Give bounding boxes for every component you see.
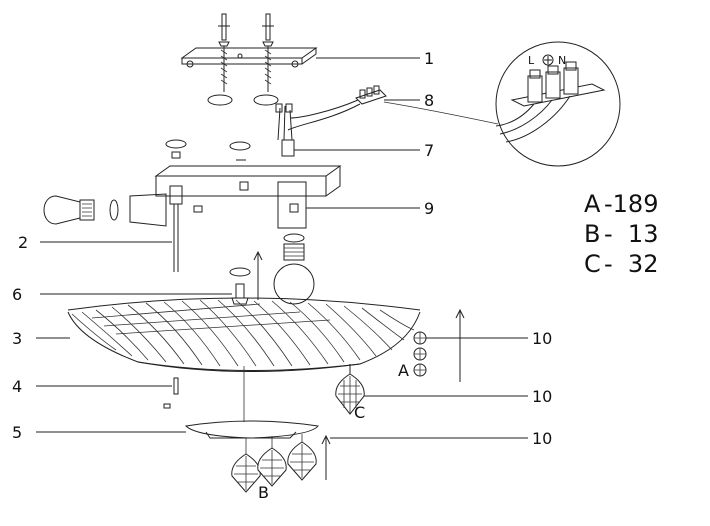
ribbed-shade xyxy=(67,297,421,373)
key-c-letter: C xyxy=(584,250,601,278)
callout-6: 6 xyxy=(12,285,22,304)
key-c-value: - 32 xyxy=(604,250,658,278)
marker-b: B xyxy=(258,483,269,502)
canopy-plate xyxy=(154,139,342,197)
callout-4: 4 xyxy=(12,377,22,396)
callout-9: 9 xyxy=(424,199,434,218)
terminal-label-l: L xyxy=(528,54,535,67)
key-b-value: - 13 xyxy=(604,220,658,248)
callout-10-mid: 10 xyxy=(532,387,552,406)
callout-8: 8 xyxy=(424,91,434,110)
ground-icon xyxy=(542,54,554,66)
callout-2: 2 xyxy=(18,233,28,252)
finial-part xyxy=(229,267,251,305)
callout-10-bottom: 10 xyxy=(532,429,552,448)
callout-10-top: 10 xyxy=(532,329,552,348)
marker-a: A xyxy=(398,361,409,380)
terminal-detail-zoom: L N xyxy=(495,41,621,167)
crystal-c xyxy=(335,364,365,415)
callout-3: 3 xyxy=(12,329,22,348)
key-a-letter: A xyxy=(584,190,601,218)
callout-1: 1 xyxy=(424,49,434,68)
crystal-chain-a xyxy=(413,308,465,382)
mounting-bracket xyxy=(180,13,318,106)
callout-5: 5 xyxy=(12,423,22,442)
key-a-value: -189 xyxy=(604,190,658,218)
crystal-count-key: A -189 B - 13 C - 32 xyxy=(584,190,658,278)
callout-7: 7 xyxy=(424,141,434,160)
terminal-label-n: N xyxy=(558,54,566,67)
bracket-part xyxy=(163,377,179,409)
left-lamp-assembly xyxy=(43,185,203,272)
marker-c: C xyxy=(354,403,365,422)
key-b-letter: B xyxy=(584,220,600,248)
socket-bulb-assembly xyxy=(253,181,315,305)
lower-dish xyxy=(184,366,319,439)
terminal-block xyxy=(355,85,387,105)
crystal-cluster-b xyxy=(231,434,317,493)
